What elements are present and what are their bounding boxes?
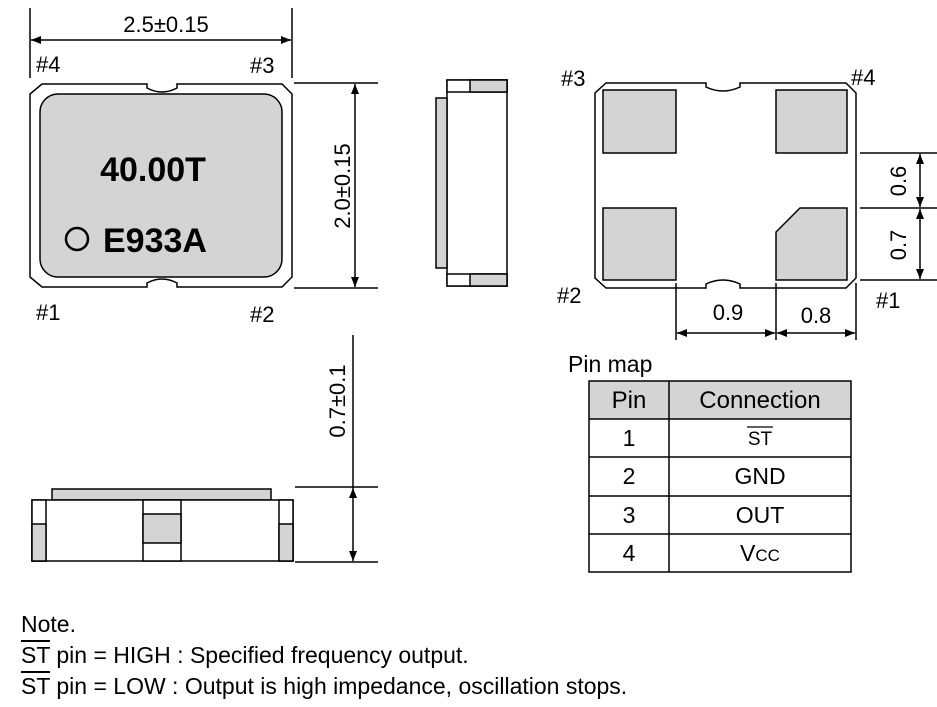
pin-map-cell-connection: GND	[734, 463, 785, 489]
front-center-pad	[142, 513, 182, 544]
marking-frequency: 40.00T	[100, 151, 206, 189]
pad-width-label: 0.8	[801, 303, 832, 328]
top-pin2-label: #2	[250, 302, 274, 327]
pin-map-header-connection: Connection	[699, 387, 820, 414]
pitch-label: 0.9	[713, 300, 744, 325]
pin1-indicator-icon	[64, 226, 90, 252]
pin-map-cell-connection: ST	[748, 429, 773, 450]
note-text: pin = LOW : Output is high impedance, os…	[49, 673, 628, 699]
pin-map-cell-pin: 3	[623, 502, 636, 528]
front-left-pad	[31, 523, 47, 562]
height-dim-label: 2.0±0.15	[330, 143, 355, 228]
note-line-2: ST pin = LOW : Output is high impedance,…	[21, 673, 627, 699]
bottom-view: #3 #4 #2 #1 0.6 0.7 0.9 0.8	[557, 65, 937, 340]
front-lid	[51, 488, 272, 501]
pin-map-cell-pin: 2	[623, 463, 636, 489]
pad-gap-label: 0.7	[886, 230, 911, 261]
note-line-1: ST pin = HIGH : Specified frequency outp…	[21, 642, 469, 668]
front-right-pad	[278, 523, 294, 562]
pin-map-cell-pin: 4	[623, 540, 636, 566]
pin-map-cell-connection: VCC	[740, 540, 780, 566]
lid	[39, 93, 283, 278]
bottom-pin3-label: #3	[561, 66, 585, 91]
side-body	[446, 79, 508, 287]
pad-1	[775, 207, 848, 281]
pin-map-header-pin: Pin	[612, 387, 647, 414]
front-view: 0.7±0.1	[31, 335, 378, 563]
pin-map-header-bg	[589, 381, 851, 419]
side-terminal-top-pad	[469, 79, 508, 93]
pin-map-cell-connection: OUT	[736, 502, 785, 528]
bottom-pin2-label: #2	[557, 283, 581, 308]
bottom-pin4-label: #4	[851, 65, 875, 90]
top-view: 2.5±0.15 40.00T E933A #4 #3 #1 #2 2.0±0.…	[29, 8, 378, 327]
vcc-sub: CC	[755, 546, 780, 565]
side-terminal-bottom-pad	[469, 273, 508, 287]
pad-2	[602, 207, 677, 281]
thickness-label: 0.7±0.1	[325, 364, 350, 437]
pin-map-cell-pin: 1	[623, 425, 636, 451]
pad-3	[602, 89, 677, 154]
pad-4	[775, 89, 848, 154]
note-signal: ST	[21, 673, 50, 699]
side-view	[435, 79, 508, 287]
top-pin1-label: #1	[36, 300, 60, 325]
width-dim-label: 2.5±0.15	[123, 12, 208, 37]
top-pin3-label: #3	[250, 53, 274, 78]
pin-map-border	[588, 380, 852, 573]
vcc-main: V	[740, 540, 756, 566]
pin-map: Pin map Pin Connection 1 ST 2 GND 3 OUT …	[568, 351, 852, 573]
pad-height-label: 0.6	[886, 166, 911, 197]
pin-map-title: Pin map	[568, 351, 652, 377]
note-signal: ST	[21, 642, 50, 668]
top-pin4-label: #4	[36, 52, 60, 77]
note-text: pin = HIGH : Specified frequency output.	[49, 642, 469, 668]
note-title: Note.	[21, 611, 76, 637]
bottom-pin1-label: #1	[876, 288, 900, 313]
side-lid	[435, 97, 448, 269]
marking-lot-code: E933A	[103, 222, 207, 260]
